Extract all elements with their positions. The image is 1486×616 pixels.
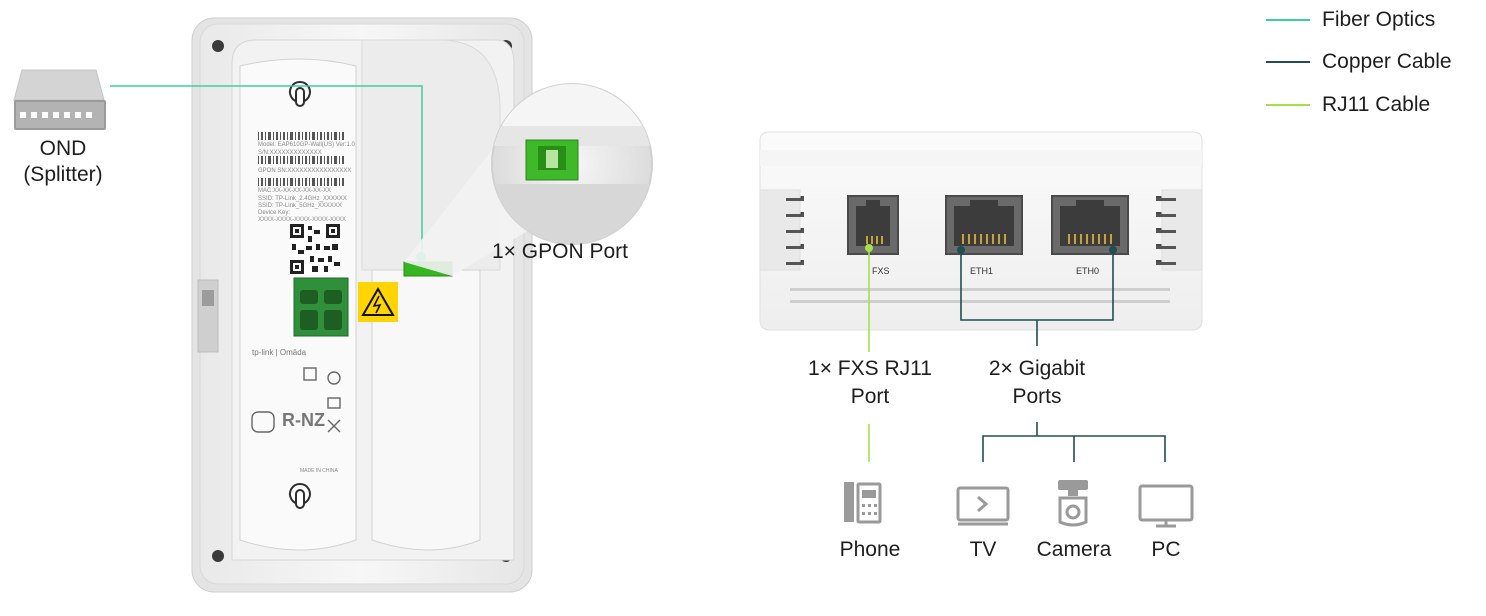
ond-label-line1: OND <box>39 137 87 160</box>
power-terminal-block <box>293 277 349 337</box>
camera-icon <box>1058 480 1088 527</box>
fxs-callout-line1: 1× FXS RJ11 <box>808 357 932 380</box>
fxs-callout-line2: Port <box>850 385 890 408</box>
gigabit-callout: 2× Gigabit Ports <box>967 355 1107 411</box>
sticker-ssid1: SSID: TP-Link_2.4GHz_XXXXXX <box>258 196 347 202</box>
sticker-made-in: MADE IN CHINA <box>300 468 338 474</box>
copper-connection-dot <box>1109 246 1117 254</box>
sticker-ssid2: SSID: TP-Link_5GHz_XXXXXX <box>258 203 342 209</box>
sticker-device-key: XXXX-XXXX-XXXX-XXXX-XXXX <box>258 217 347 223</box>
port-label-fxs: FXS <box>872 266 890 276</box>
sticker-gpon-sn: GPON SN:XXXXXXXXXXXXXXXX <box>258 168 352 174</box>
copper-cable <box>960 250 1166 462</box>
fxs-port <box>847 195 899 255</box>
fxs-callout: 1× FXS RJ11 Port <box>800 355 940 411</box>
legend-label-copper: Copper Cable <box>1322 50 1452 73</box>
ond-splitter-device <box>13 69 106 130</box>
tv-icon <box>956 486 1010 526</box>
pc-icon <box>1138 484 1194 528</box>
ond-label-line2: (Splitter) <box>23 163 103 186</box>
qr-code <box>290 224 340 274</box>
eth0-port <box>1051 195 1129 255</box>
endpoint-label-camera: Camera <box>1036 538 1112 561</box>
fiber-optic-cable <box>110 85 423 256</box>
sticker-model: Model: EAP610GP-Wall(US) Ver:1.0 <box>258 142 355 148</box>
certification-marks <box>251 367 341 433</box>
eth1-port <box>945 195 1023 255</box>
gigabit-callout-line2: Ports <box>1012 385 1062 408</box>
gpon-port-label: 1× GPON Port <box>492 240 628 263</box>
rj11-connection-dot <box>865 244 873 252</box>
sticker-sn: S/N:XXXXXXXXXXXXX <box>258 150 322 156</box>
sticker-device-key-label: Device Key: <box>258 210 291 216</box>
ond-label: OND (Splitter) <box>14 136 112 188</box>
phone-icon <box>844 482 882 524</box>
access-point-back <box>191 17 533 593</box>
sticker-mac: MAC:XX-XX-XX-XX-XX-XX <box>258 188 332 194</box>
copper-connection-dot <box>957 246 965 254</box>
barcode-label <box>258 132 344 186</box>
gigabit-callout-line1: 2× Gigabit <box>988 357 1086 380</box>
legend-label-rj11: RJ11 Cable <box>1322 93 1431 116</box>
electrical-warning-icon <box>358 282 398 322</box>
sticker-rnz: R-NZ <box>282 410 325 430</box>
port-label-eth1: ETH1 <box>970 266 994 276</box>
brand-logo: tp-link | Omāda <box>252 348 307 357</box>
endpoint-label-phone: Phone <box>839 538 901 561</box>
endpoint-label-pc: PC <box>1151 538 1181 561</box>
port-label-eth0: ETH0 <box>1076 266 1100 276</box>
legend-lines <box>1266 19 1310 106</box>
legend-label-fiber: Fiber Optics <box>1322 8 1436 31</box>
access-point-front <box>759 131 1203 331</box>
endpoint-label-tv: TV <box>969 538 997 561</box>
